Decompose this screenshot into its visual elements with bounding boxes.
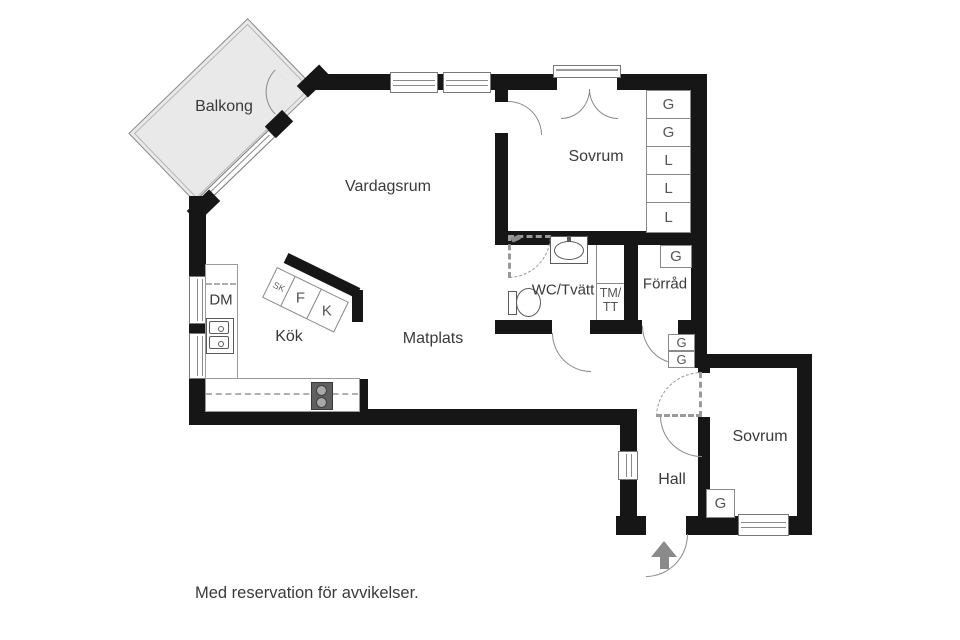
wc-sink-tap: [567, 236, 571, 242]
wall-hall-bottom-left: [616, 516, 646, 535]
cabinet-label: K: [322, 302, 333, 320]
closet-cell: L: [646, 174, 691, 203]
closet-letter: G: [714, 495, 727, 512]
stove: [311, 382, 333, 410]
closet-cell: G: [706, 489, 735, 518]
window-pane: [197, 336, 203, 376]
room-label-wc: WC/Tvätt: [531, 281, 595, 299]
wall-bedroom1-left-stub: [495, 88, 508, 102]
window-pane: [741, 522, 786, 528]
closet-cell: L: [646, 146, 691, 175]
wall-kitchen-diagonal-end: [352, 290, 363, 322]
closet-letter: G: [662, 124, 675, 141]
closet-letter: G: [670, 248, 682, 265]
wall-kitchen-counter-end: [357, 379, 368, 410]
closet-letter: L: [664, 152, 673, 169]
closet-letter: G: [662, 96, 675, 113]
wall-bedroom2-left-stub: [698, 368, 710, 373]
disclaimer-text: Med reservation för avvikelser.: [195, 584, 419, 602]
closet-cell: G: [668, 351, 695, 368]
closet-letter: G: [676, 352, 687, 367]
wall-top-right-segment: [617, 74, 707, 90]
closet-letter: L: [664, 209, 673, 226]
burner: [316, 397, 327, 408]
wall-right-upper: [691, 74, 707, 368]
bedroom2-door-arc-dashed: [656, 372, 702, 417]
closet-cell: G: [660, 245, 692, 268]
kitchen-sink: [206, 318, 234, 354]
room-label-kitchen: Kök: [275, 328, 303, 345]
sink-basin: [209, 336, 229, 349]
closet-letter: G: [676, 335, 687, 350]
entrance-arrow-icon: [651, 541, 677, 557]
cabinet-label: F: [296, 289, 306, 307]
room-label-storage: Förråd: [642, 275, 688, 293]
french-door-lintel: [553, 65, 621, 78]
window-pane: [446, 80, 488, 86]
wall-wc-storage-divider: [624, 231, 638, 334]
french-door-left-arc: [561, 89, 590, 119]
lintel-line: [556, 69, 618, 71]
wall-wc-bottom-left: [495, 320, 552, 334]
room-label-hall: Hall: [658, 471, 686, 488]
wc-door-arc: [552, 333, 591, 372]
laundry-nook-left-line: [596, 245, 597, 320]
washer-dryer-label: TM/ TT: [597, 286, 624, 314]
room-label-bedroom-bottom: Sovrum: [732, 428, 788, 445]
wall-storage-bottom-right: [678, 320, 691, 334]
french-door-right-arc: [589, 89, 618, 119]
window-living-2: [443, 72, 491, 93]
room-label-dining: Matplats: [402, 330, 464, 347]
window-living-1: [390, 72, 438, 93]
wc-sink: [550, 236, 588, 264]
wall-bedroom1-left: [495, 133, 508, 233]
wall-bedroom2-top: [691, 354, 812, 368]
window-pane: [393, 80, 435, 86]
sink-basin: [209, 321, 229, 334]
cabinet-label: SK: [271, 279, 287, 295]
window-bedroom2: [738, 514, 789, 536]
dryer-label: TT: [602, 300, 619, 314]
closet-cell: L: [646, 202, 691, 233]
entrance-arrow-stem: [660, 556, 669, 569]
burner: [316, 385, 327, 396]
closet-cell: G: [646, 118, 691, 147]
closet-cell: G: [646, 90, 691, 119]
sink-drain: [218, 341, 224, 347]
sink-drain: [218, 326, 224, 332]
bedroom2-door-arc: [660, 416, 702, 457]
wc-sink-bowl: [554, 241, 584, 260]
kitchen-dashed-line-bottom: [206, 393, 358, 395]
window-hall: [618, 451, 638, 480]
wall-left-2: [189, 322, 206, 334]
kitchen-counter-bottom: [205, 378, 360, 412]
closet-letter: L: [664, 180, 673, 197]
laundry-nook-divider: [596, 283, 624, 284]
closet-cell: G: [668, 334, 695, 351]
appliance-label-dishwasher: DM: [209, 291, 233, 309]
wall-left-1: [189, 196, 206, 276]
wall-bottom-main: [189, 409, 637, 425]
wall-wc-bottom-mid: [590, 320, 642, 334]
window-pane: [626, 454, 632, 477]
toilet-bowl: [516, 288, 541, 317]
wall-right-lower: [797, 354, 812, 535]
room-label-bedroom-top: Sovrum: [568, 148, 624, 165]
window-pane: [197, 279, 203, 321]
room-label-living: Vardagsrum: [345, 178, 431, 195]
bedroom1-door-arc: [508, 101, 542, 135]
kitchen-dashed-line-top: [206, 283, 236, 285]
washer-label: TM/: [599, 286, 622, 300]
room-label-balcony: Balkong: [195, 98, 253, 115]
